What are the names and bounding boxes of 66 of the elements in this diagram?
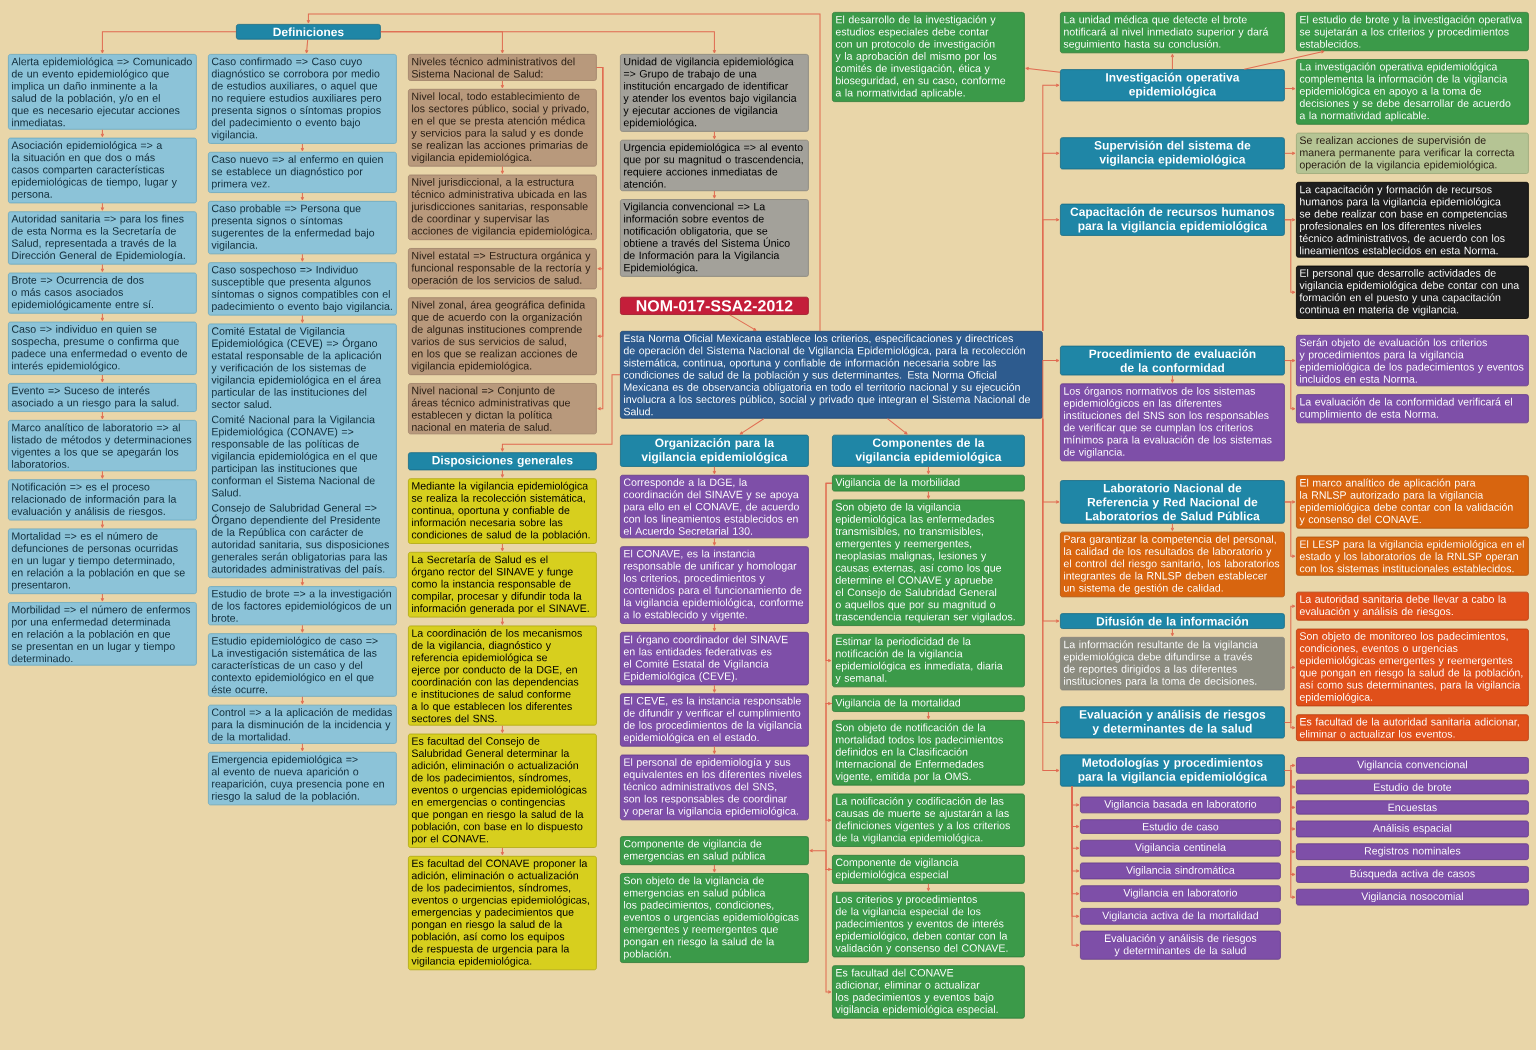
arrow — [1284, 665, 1296, 723]
arrow — [100, 520, 105, 528]
arrow — [1284, 501, 1296, 558]
arrow — [500, 617, 505, 625]
arrow — [100, 202, 105, 211]
arrow — [100, 313, 105, 322]
arrow — [1284, 770, 1296, 899]
arrow — [712, 131, 717, 140]
arrow — [1284, 219, 1296, 294]
arrow — [100, 31, 237, 54]
arrow — [1284, 360, 1296, 411]
arrow — [1042, 218, 1060, 332]
arrow — [886, 418, 908, 435]
arrow — [100, 411, 105, 420]
arrow — [305, 39, 309, 54]
arrow — [825, 482, 833, 706]
arrow — [1170, 628, 1175, 637]
arrow — [1042, 358, 1060, 420]
arrow — [712, 684, 717, 693]
arrow — [1284, 721, 1296, 730]
arrow — [300, 143, 305, 152]
arrow — [712, 746, 717, 755]
arrow — [739, 418, 765, 435]
arrow — [500, 166, 505, 175]
arrow — [100, 129, 105, 138]
arrow — [500, 374, 621, 452]
arrow — [300, 624, 305, 633]
arrow — [500, 80, 505, 89]
arrow — [300, 577, 305, 586]
arrow — [500, 725, 505, 734]
arrow — [100, 374, 105, 383]
arrow — [1284, 151, 1296, 155]
arrow — [500, 847, 505, 856]
arrow — [825, 868, 833, 994]
arrow — [712, 190, 717, 199]
arrow — [1170, 53, 1175, 70]
arrow — [1284, 86, 1296, 91]
arrow — [300, 696, 305, 705]
arrow — [712, 466, 717, 475]
arrow — [500, 469, 505, 478]
arrow — [926, 711, 931, 720]
arrow — [1170, 374, 1175, 383]
arrow — [729, 314, 757, 331]
arrow — [300, 743, 305, 752]
title-box: NOM-017-SSA2-2012 — [620, 296, 809, 315]
arrow — [1071, 786, 1080, 947]
arrow — [596, 66, 604, 411]
arrow — [926, 491, 931, 499]
arrow — [712, 537, 717, 546]
arrow — [809, 849, 833, 870]
arrow — [380, 31, 717, 54]
arrow — [926, 466, 931, 475]
arrow — [100, 264, 105, 273]
arrow — [500, 543, 505, 552]
arrow — [712, 864, 717, 873]
arrow — [100, 593, 105, 602]
arrow — [926, 883, 931, 892]
arrow — [1284, 763, 1296, 771]
arrow — [300, 315, 305, 323]
arrow — [712, 623, 717, 632]
arrow — [100, 470, 105, 479]
arrow — [1025, 66, 1061, 73]
arrow — [300, 253, 305, 262]
arrow — [1170, 523, 1175, 532]
arrow — [300, 192, 305, 201]
arrow — [306, 13, 821, 332]
